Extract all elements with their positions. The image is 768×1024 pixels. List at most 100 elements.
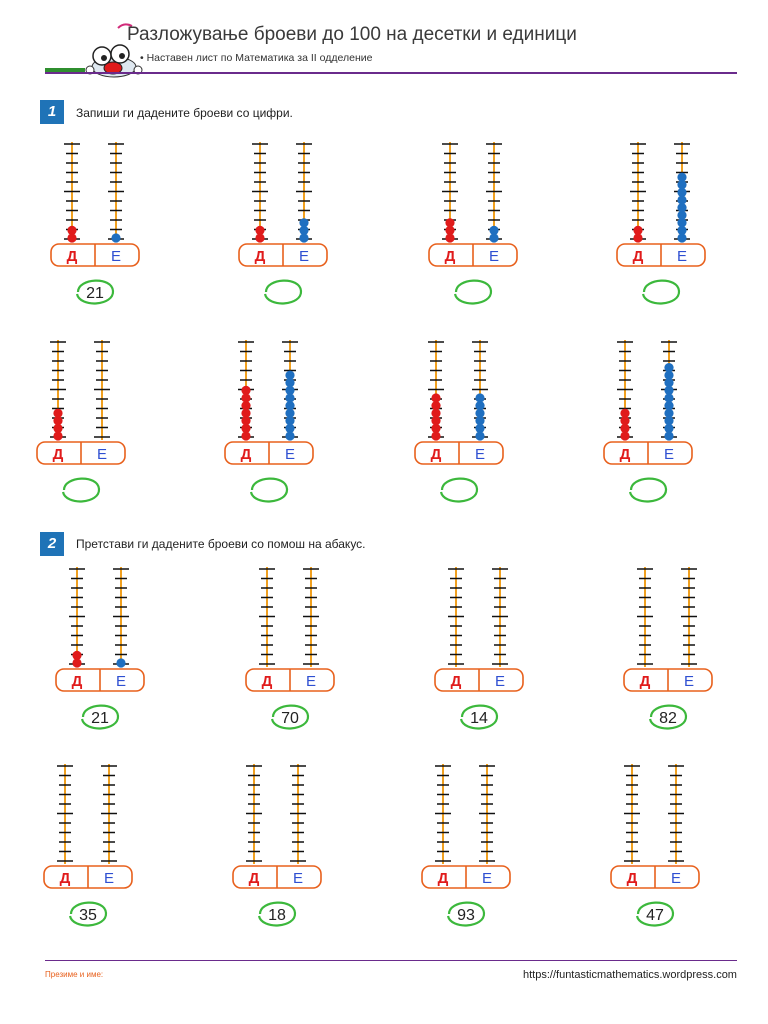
units-label: Е xyxy=(97,446,107,463)
tens-label: Д xyxy=(627,870,638,887)
tens-bead xyxy=(431,408,441,418)
units-bead xyxy=(489,225,499,235)
tens-bead xyxy=(67,233,77,243)
tens-bead xyxy=(53,423,63,433)
section-2-instruction: Претстави ги дадените броеви со помош на… xyxy=(76,537,366,551)
units-bead xyxy=(475,408,485,418)
exercise2-number-circle[interactable] xyxy=(648,704,688,730)
exercise2-number-text: 70 xyxy=(281,710,299,727)
units-bead xyxy=(299,233,309,243)
tens-bead xyxy=(53,408,63,418)
units-bead xyxy=(285,401,295,411)
tens-bead xyxy=(620,408,630,418)
units-bead xyxy=(677,233,687,243)
exercise2-abacus-6: Д Е 18 xyxy=(232,764,322,927)
tens-label: Д xyxy=(72,673,83,690)
exercise1-number-text: 21 xyxy=(86,285,104,302)
units-bead xyxy=(664,408,674,418)
units-label: Е xyxy=(306,673,316,690)
units-label: Е xyxy=(664,446,674,463)
exercise2-number-circle[interactable] xyxy=(446,901,486,927)
exercise1-number-circle xyxy=(75,279,115,305)
units-bead xyxy=(285,393,295,403)
name-label: Презиме и име: xyxy=(45,970,104,979)
units-label: Е xyxy=(489,248,499,265)
tens-label: Д xyxy=(633,248,644,265)
units-bead xyxy=(285,408,295,418)
units-bead xyxy=(285,416,295,426)
tens-bead xyxy=(633,225,643,235)
units-label: Е xyxy=(111,248,121,265)
header-divider xyxy=(45,72,737,74)
units-bead xyxy=(664,363,674,373)
units-bead xyxy=(475,431,485,441)
units-bead xyxy=(299,225,309,235)
exercise2-number-circle xyxy=(80,704,120,730)
exercise2-number-circle[interactable] xyxy=(459,704,499,730)
tens-bead xyxy=(241,393,251,403)
units-label: Е xyxy=(475,446,485,463)
tens-bead xyxy=(431,393,441,403)
units-bead xyxy=(664,401,674,411)
units-bead xyxy=(664,393,674,403)
units-label: Е xyxy=(104,870,114,887)
tens-label: Д xyxy=(445,248,456,265)
page-title: Разложување броеви до 100 на десетки и е… xyxy=(127,24,577,45)
units-bead xyxy=(116,658,126,668)
footer-url: https://funtasticmathematics.wordpress.c… xyxy=(523,969,737,981)
exercise2-number-circle[interactable] xyxy=(68,901,108,927)
tens-bead xyxy=(620,423,630,433)
section-1-instruction: Запиши ги дадените броеви со цифри. xyxy=(76,106,293,120)
section-2-number-badge: 2 xyxy=(40,532,64,556)
units-bead xyxy=(664,378,674,388)
tens-bead xyxy=(241,431,251,441)
exercise2-number-circle[interactable] xyxy=(635,901,675,927)
units-bead xyxy=(677,172,687,182)
tens-label: Д xyxy=(249,870,260,887)
tens-bead xyxy=(255,225,265,235)
units-bead xyxy=(285,431,295,441)
tens-bead xyxy=(72,658,82,668)
exercise1-number-circle xyxy=(439,477,479,503)
units-bead xyxy=(677,203,687,213)
tens-label: Д xyxy=(640,673,651,690)
units-bead xyxy=(664,423,674,433)
exercise2-number-circle[interactable] xyxy=(257,901,297,927)
units-label: Е xyxy=(293,870,303,887)
tens-bead xyxy=(620,416,630,426)
units-label: Е xyxy=(299,248,309,265)
units-bead xyxy=(475,393,485,403)
tens-bead xyxy=(53,431,63,441)
tens-bead xyxy=(255,233,265,243)
tens-label: Д xyxy=(53,446,64,463)
units-bead xyxy=(475,423,485,433)
tens-label: Д xyxy=(451,673,462,690)
exercise2-number-circle[interactable] xyxy=(270,704,310,730)
exercise2-number-text: 47 xyxy=(646,907,664,924)
units-bead xyxy=(475,401,485,411)
exercise1-number-circle xyxy=(628,477,668,503)
tens-bead xyxy=(620,431,630,441)
exercise2-number-text: 18 xyxy=(268,907,286,924)
units-bead xyxy=(677,210,687,220)
page-subtitle: • Наставен лист по Математика за II одде… xyxy=(140,52,373,64)
units-label: Е xyxy=(677,248,687,265)
units-bead xyxy=(285,378,295,388)
units-label: Е xyxy=(116,673,126,690)
units-bead xyxy=(677,225,687,235)
tens-bead xyxy=(445,218,455,228)
exercise2-number-text: 35 xyxy=(79,907,97,924)
units-bead xyxy=(299,218,309,228)
tens-label: Д xyxy=(60,870,71,887)
units-bead xyxy=(677,195,687,205)
tens-bead xyxy=(241,423,251,433)
tens-label: Д xyxy=(620,446,631,463)
exercise2-number-text: 14 xyxy=(470,710,488,727)
